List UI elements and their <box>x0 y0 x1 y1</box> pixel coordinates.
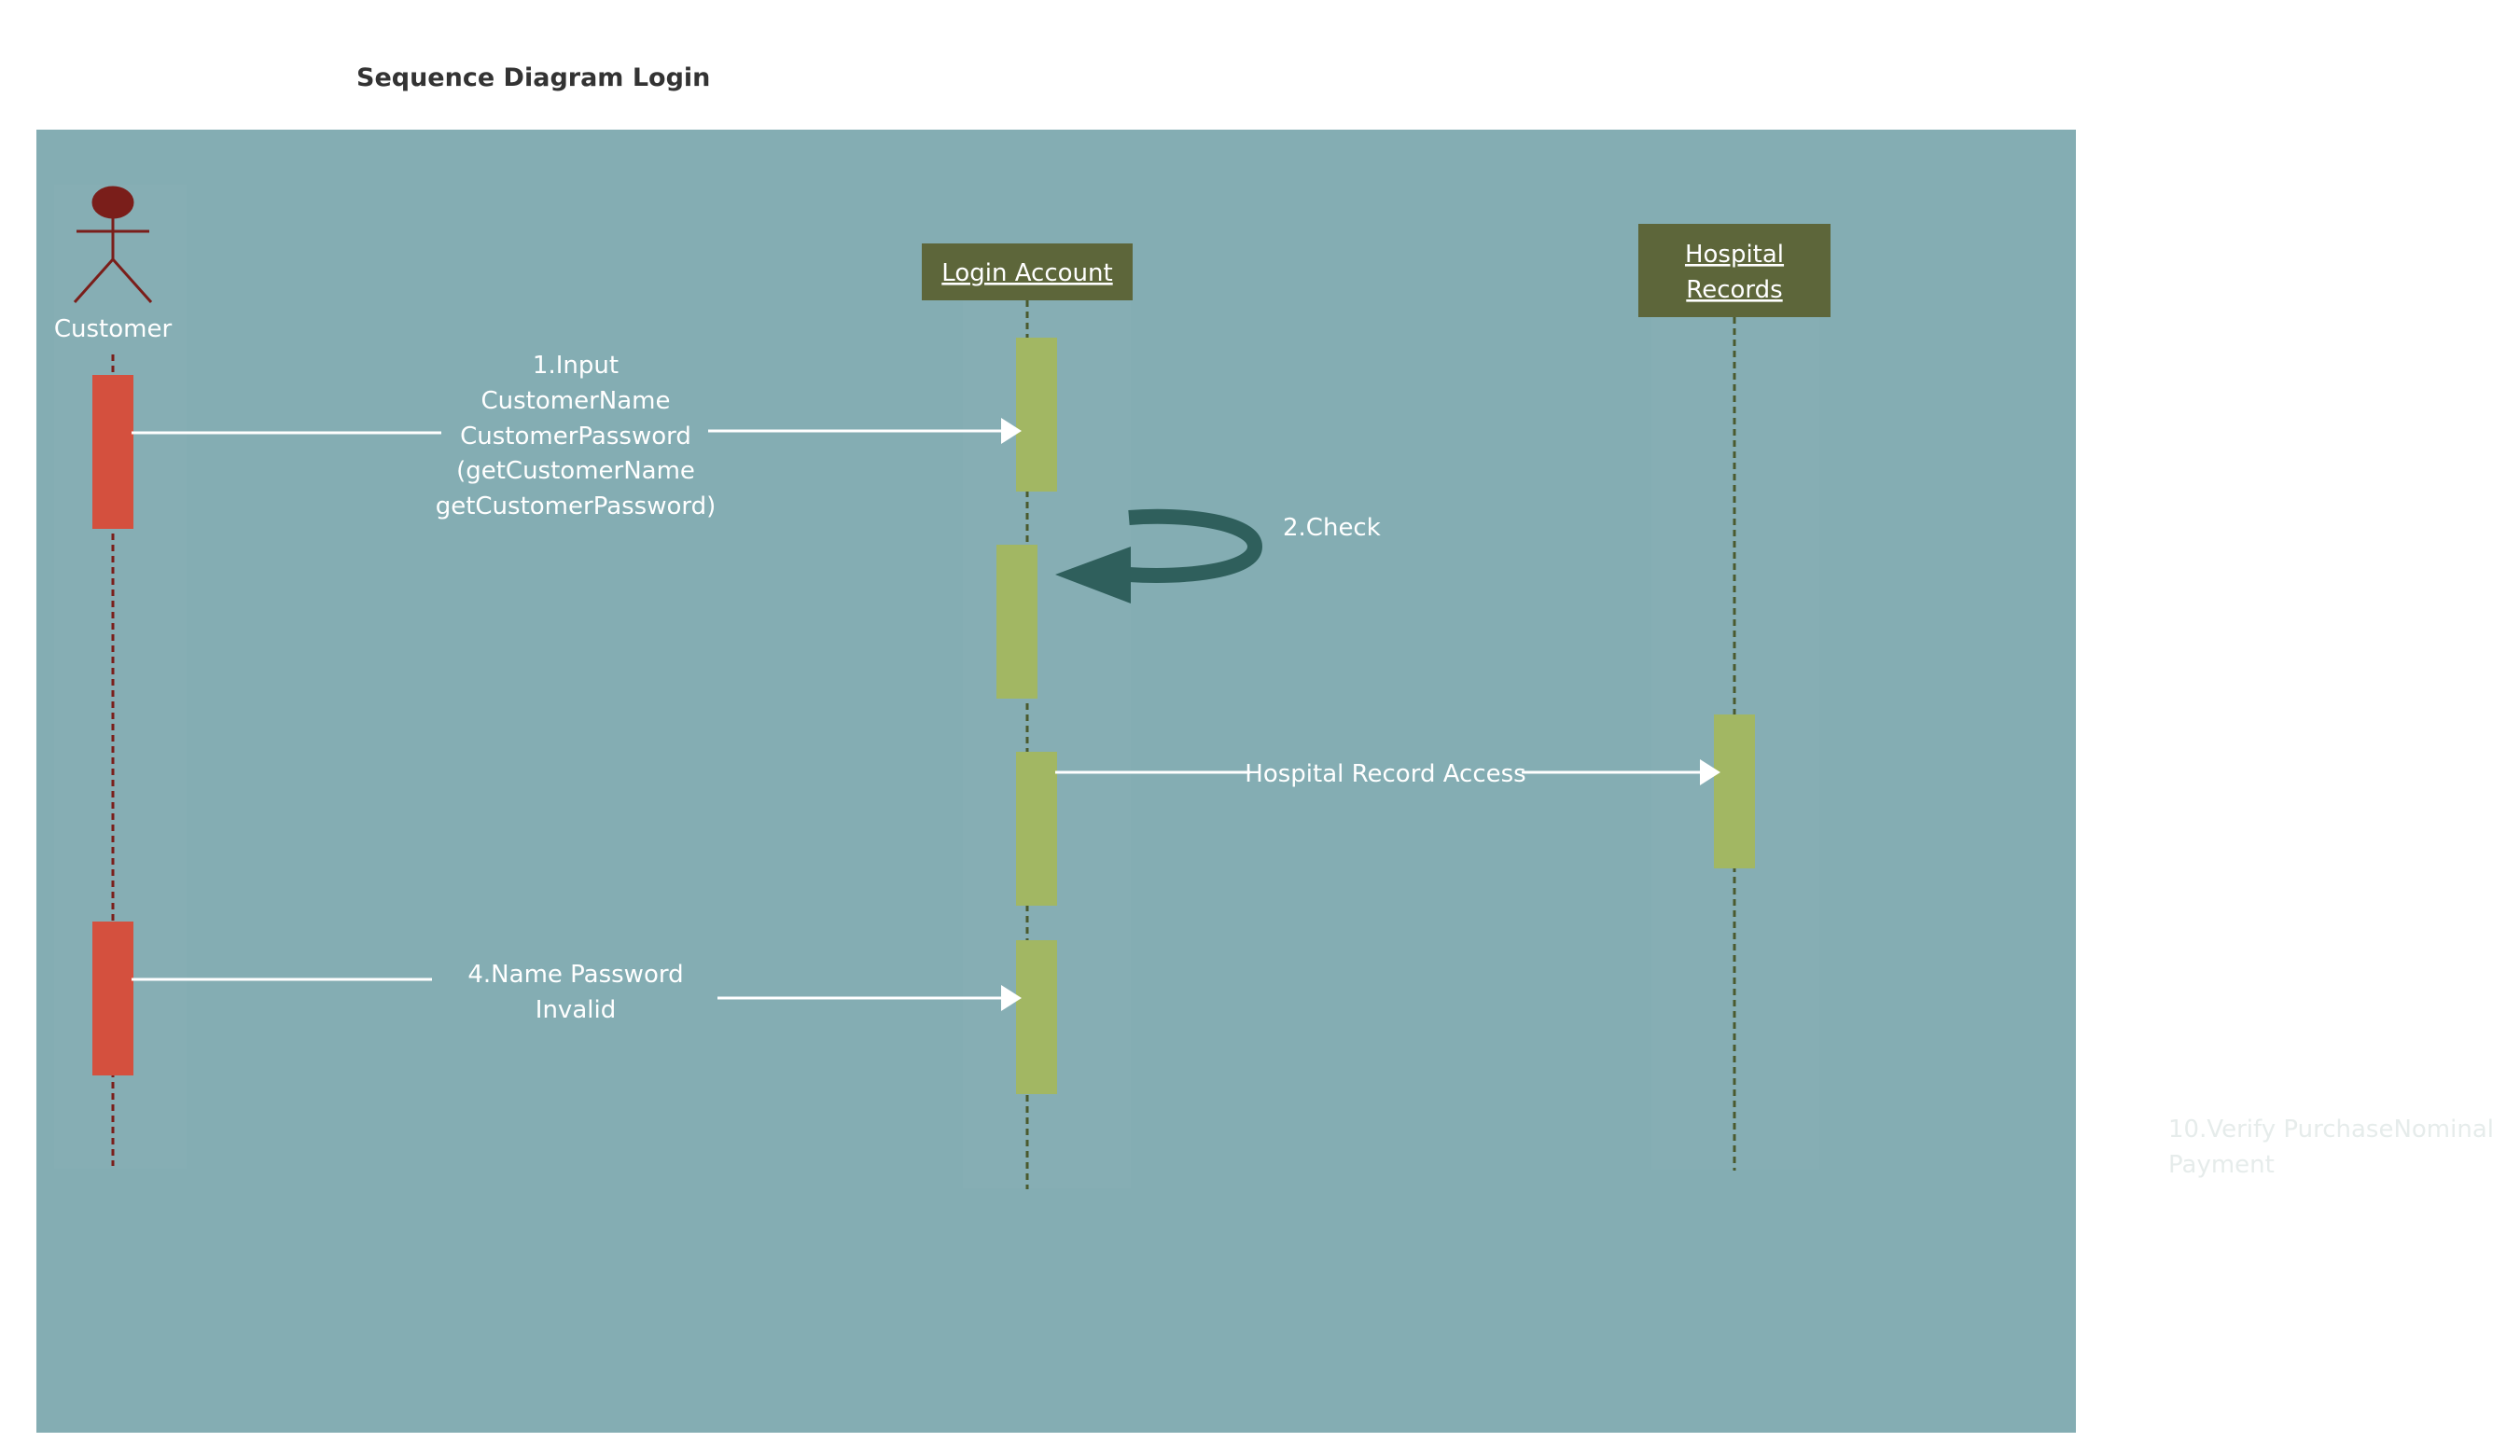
hospital-records-lane <box>1651 244 1819 1170</box>
message-2-label: 2.Check <box>1283 514 1381 542</box>
login-activation-1 <box>1016 338 1057 492</box>
message-2-self-arrow <box>1055 508 1263 603</box>
message-4-label-line2: Invalid <box>536 996 616 1024</box>
diagram-title: Sequence Diagram Login <box>356 63 710 92</box>
hospital-activation-1 <box>1714 714 1755 868</box>
login-activation-3 <box>1016 752 1057 906</box>
message-1-label-line2: CustomerName <box>481 387 671 415</box>
customer-label: Customer <box>54 315 173 343</box>
message-1-arrow <box>132 418 1022 444</box>
customer-actor-icon <box>73 186 153 303</box>
login-activation-4 <box>1016 940 1057 1094</box>
faded-note-line1: 10.Verify PurchaseNominal <box>2168 1116 2494 1144</box>
message-1-label-line1: 1.Input <box>533 352 619 380</box>
message-4-arrow <box>132 978 1022 1011</box>
login-activation-2 <box>996 545 1037 699</box>
customer-activation-1 <box>92 375 133 529</box>
message-3-arrow <box>1055 759 1720 785</box>
message-1-label-line5: getCustomerPassword) <box>436 492 717 520</box>
hospital-records-label-line1: Hospital <box>1685 241 1784 269</box>
faded-note-line2: Payment <box>2168 1151 2275 1179</box>
login-account-label: Login Account <box>941 259 1112 287</box>
message-4-label-line1: 4.Name Password <box>467 961 683 989</box>
customer-activation-2 <box>92 922 133 1075</box>
hospital-records-label-line2: Records <box>1686 276 1782 304</box>
message-1-label-line4: (getCustomerName <box>456 457 695 485</box>
hospital-records-header[interactable] <box>1638 224 1831 317</box>
login-account-header[interactable] <box>922 243 1133 300</box>
message-1-label-line3: CustomerPassword <box>460 423 691 451</box>
message-3-label: Hospital Record Access <box>1245 760 1525 788</box>
